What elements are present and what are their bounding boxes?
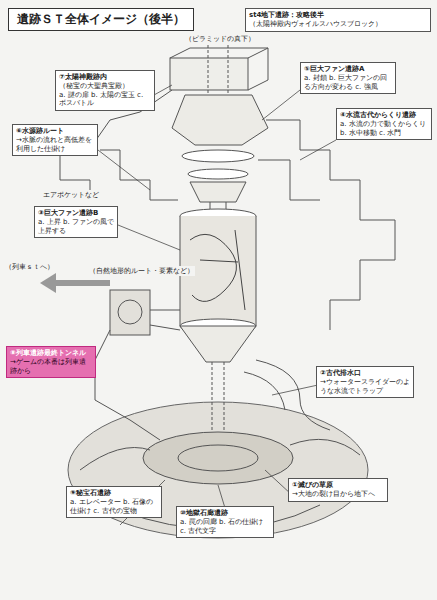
callout-heading: ③巨大ファン遺跡B [38,209,114,218]
callout-heading: ⑧列車遺跡最終トンネル [10,349,92,358]
note-label: （ピラミッドの真下） [184,34,256,44]
callout-box: st4地下遺跡：攻略後半（太陽神殿内ヴォイルスハウスブロック） [245,8,431,32]
callout-heading: st4地下遺跡：攻略後半 [249,11,427,20]
callout-body: a. 水流の力で動くからくり b. 水中移動 c. 水門 [340,120,428,138]
note-label: （自然地形的ルート・要素など） [88,266,195,276]
callout-heading: ⑤巨大ファン遺跡A [304,65,392,74]
callout-box: ⑤巨大ファン遺跡Aa. 封鎖 b. 巨大ファンの回る方向が変わる c. 強風 [300,62,396,94]
callout-body: a. 罠の回廊 b. 石の仕掛け c. 古代文字 [180,518,270,536]
callout-box: ①滅びの草原→大地の裂け目から地下へ [288,478,388,502]
note-label: （列車ｓｔへ） [4,262,55,272]
page-title: 遺跡ＳＴ全体イメージ（後半） [8,8,194,31]
note-label: エアポケットなど [42,190,100,200]
callout-body: （秘宝の大聖典宝殿） [59,82,151,91]
callout-heading: ⑥水源跡ルート [16,127,94,136]
callout-box: ⑦太陽神殿跡内（秘宝の大聖典宝殿）a. 謎の扉 b. 太陽の宝玉 c. ボスバト… [55,70,155,111]
callout-body: →ウォータースライダーのような水流でトラップ [320,378,410,396]
callout-body: a. エレベーター b. 石像の仕掛け c. 古代の宝物 [70,498,158,516]
callout-box: ②古代排水口→ウォータースライダーのような水流でトラップ [316,366,414,398]
callout-heading: ⑦太陽神殿跡内 [59,73,151,82]
callout-body: a. 上昇 b. ファンの風で上昇する [38,218,114,236]
callout-box: ⑨秘宝石遺跡a. エレベーター b. 石像の仕掛け c. 古代の宝物 [66,486,162,518]
callout-body: a. 封鎖 b. 巨大ファンの回る方向が変わる c. 強風 [304,74,392,92]
callout-heading: ⑨秘宝石遺跡 [70,489,158,498]
callout-body: →ゲームの本番は列車遺跡から [10,358,92,376]
callout-body: →大地の裂け目から地下へ [292,490,384,499]
callout-box: ③巨大ファン遺跡Ba. 上昇 b. ファンの風で上昇する [34,206,118,238]
callout-body: （太陽神殿内ヴォイルスハウスブロック） [249,20,427,29]
highlight-box: ⑧列車遺跡最終トンネル→ゲームの本番は列車遺跡から [6,346,96,378]
callout-box: ⑥水源跡ルート→水脈の流れと高低差を利用した仕掛け [12,124,98,156]
callout-heading: ②古代排水口 [320,369,410,378]
callout-box: ④水流古代からくり遺跡a. 水流の力で動くからくり b. 水中移動 c. 水門 [336,108,432,140]
callout-body: a. 謎の扉 b. 太陽の宝玉 c. ボスバトル [59,91,151,109]
callout-heading: ①滅びの草原 [292,481,384,490]
callout-heading: ④水流古代からくり遺跡 [340,111,428,120]
callout-box: ⑩地獄石廊遺跡a. 罠の回廊 b. 石の仕掛け c. 古代文字 [176,506,274,538]
callout-heading: ⑩地獄石廊遺跡 [180,509,270,518]
callout-body: →水脈の流れと高低差を利用した仕掛け [16,136,94,154]
